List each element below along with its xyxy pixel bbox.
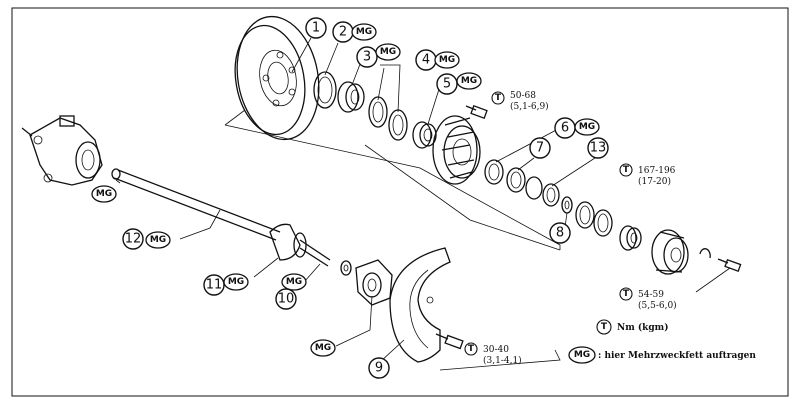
torque-icon-b: T xyxy=(619,163,633,177)
dust-shield xyxy=(389,247,451,363)
mg-tag-11: MG xyxy=(223,273,249,291)
torque-b-kgm: (17-20) xyxy=(638,176,671,187)
svg-text:2: 2 xyxy=(339,25,347,40)
callout-11: 11 xyxy=(203,274,225,296)
mg-tag-6: MG xyxy=(574,118,600,136)
torque-icon-c: T xyxy=(619,287,633,301)
callout-6: 6 xyxy=(554,117,576,139)
callout-2: 2 xyxy=(332,21,354,43)
torque-d-kgm: (3,1-4,1) xyxy=(483,355,522,366)
mg-tag-flange: MG xyxy=(310,339,336,357)
svg-text:4: 4 xyxy=(422,53,430,68)
shaft-washer xyxy=(340,260,352,276)
splined-collar xyxy=(619,225,642,251)
brake-disc xyxy=(234,15,320,141)
svg-text:8: 8 xyxy=(556,226,564,241)
leader-lines xyxy=(115,37,731,363)
legend-torque-unit: Nm (kgm) xyxy=(617,322,668,333)
svg-text:T: T xyxy=(623,165,630,175)
free-wheel-hub-cap xyxy=(651,229,689,275)
svg-text:6: 6 xyxy=(561,121,569,136)
callout-13: 13 xyxy=(587,137,609,159)
svg-text:7: 7 xyxy=(536,141,544,156)
svg-text:MG: MG xyxy=(579,122,595,132)
torque-c-nm: 54-59 xyxy=(638,290,664,300)
callout-5: 5 xyxy=(436,73,458,95)
roller-bearing-outer xyxy=(412,121,437,149)
torque-icon-d: T xyxy=(464,342,478,356)
wheel-hub xyxy=(432,115,481,185)
seal-ring xyxy=(313,71,337,109)
torque-d-nm: 30-40 xyxy=(483,345,509,355)
svg-text:12: 12 xyxy=(125,232,142,247)
svg-text:MG: MG xyxy=(96,189,112,199)
seal-ring-right xyxy=(484,159,504,185)
roller-bearing-inner xyxy=(337,81,365,113)
callout-8: 8 xyxy=(549,222,571,244)
svg-text:T: T xyxy=(495,93,502,103)
callout-4: 4 xyxy=(415,49,437,71)
svg-text:T: T xyxy=(623,289,630,299)
callout-9: 9 xyxy=(368,357,390,379)
svg-text:9: 9 xyxy=(375,361,383,376)
mg-tag-10: MG xyxy=(281,273,307,291)
svg-text:10: 10 xyxy=(278,292,295,307)
callout-3: 3 xyxy=(356,46,378,68)
svg-text:MG: MG xyxy=(574,350,590,360)
svg-text:MG: MG xyxy=(439,55,455,65)
torque-a-nm: 50-68 xyxy=(510,91,536,101)
svg-text:MG: MG xyxy=(356,27,372,37)
svg-text:5: 5 xyxy=(443,77,451,92)
outer-seal-pair xyxy=(575,201,613,237)
mg-tag-3: MG xyxy=(375,43,401,61)
cv-joint xyxy=(269,223,331,267)
callout-10: 10 xyxy=(275,288,297,310)
svg-text:MG: MG xyxy=(228,277,244,287)
torque-c-kgm: (5,5-6,0) xyxy=(638,300,677,311)
svg-text:MG: MG xyxy=(315,343,331,353)
hub-bolt xyxy=(465,105,488,119)
mg-tag-5: MG xyxy=(456,72,482,90)
svg-text:1: 1 xyxy=(312,21,320,36)
legend-mg-text: : hier Mehrzweckfett auftragen xyxy=(598,351,756,361)
svg-text:3: 3 xyxy=(363,50,371,65)
legend-torque-icon: T xyxy=(596,319,612,335)
steering-knuckle xyxy=(21,115,103,186)
thrust-washer xyxy=(542,183,560,207)
bearing-races xyxy=(368,96,408,141)
mg-tag-12: MG xyxy=(145,231,171,249)
cap-screw xyxy=(717,258,742,272)
assembly-axis-lines xyxy=(224,109,561,371)
mg-tag-4: MG xyxy=(434,51,460,69)
torque-a-kgm: (5,1-6,9) xyxy=(510,101,549,112)
svg-text:T: T xyxy=(468,344,475,354)
svg-text:MG: MG xyxy=(286,277,302,287)
svg-text:MG: MG xyxy=(380,47,396,57)
mg-tag-knuckle: MG xyxy=(91,185,117,203)
svg-text:11: 11 xyxy=(206,278,223,293)
torque-icon-a: T xyxy=(491,91,505,105)
callout-12: 12 xyxy=(122,228,144,250)
svg-text:T: T xyxy=(601,322,608,332)
torque-b-nm: 167-196 xyxy=(638,166,676,176)
svg-text:MG: MG xyxy=(461,76,477,86)
drive-shaft xyxy=(111,168,281,241)
frame-border xyxy=(11,7,789,397)
svg-text:13: 13 xyxy=(590,141,607,156)
mg-tag-2: MG xyxy=(351,23,377,41)
callout-1: 1 xyxy=(305,17,327,39)
svg-text:MG: MG xyxy=(150,235,166,245)
shield-bolt xyxy=(435,333,464,350)
callout-7: 7 xyxy=(529,137,551,159)
snap-ring xyxy=(699,248,711,259)
bearing-ring-right xyxy=(506,167,543,200)
legend-mg-icon: MG xyxy=(568,346,596,364)
lock-ring xyxy=(561,196,573,214)
spindle-flange xyxy=(355,259,393,306)
